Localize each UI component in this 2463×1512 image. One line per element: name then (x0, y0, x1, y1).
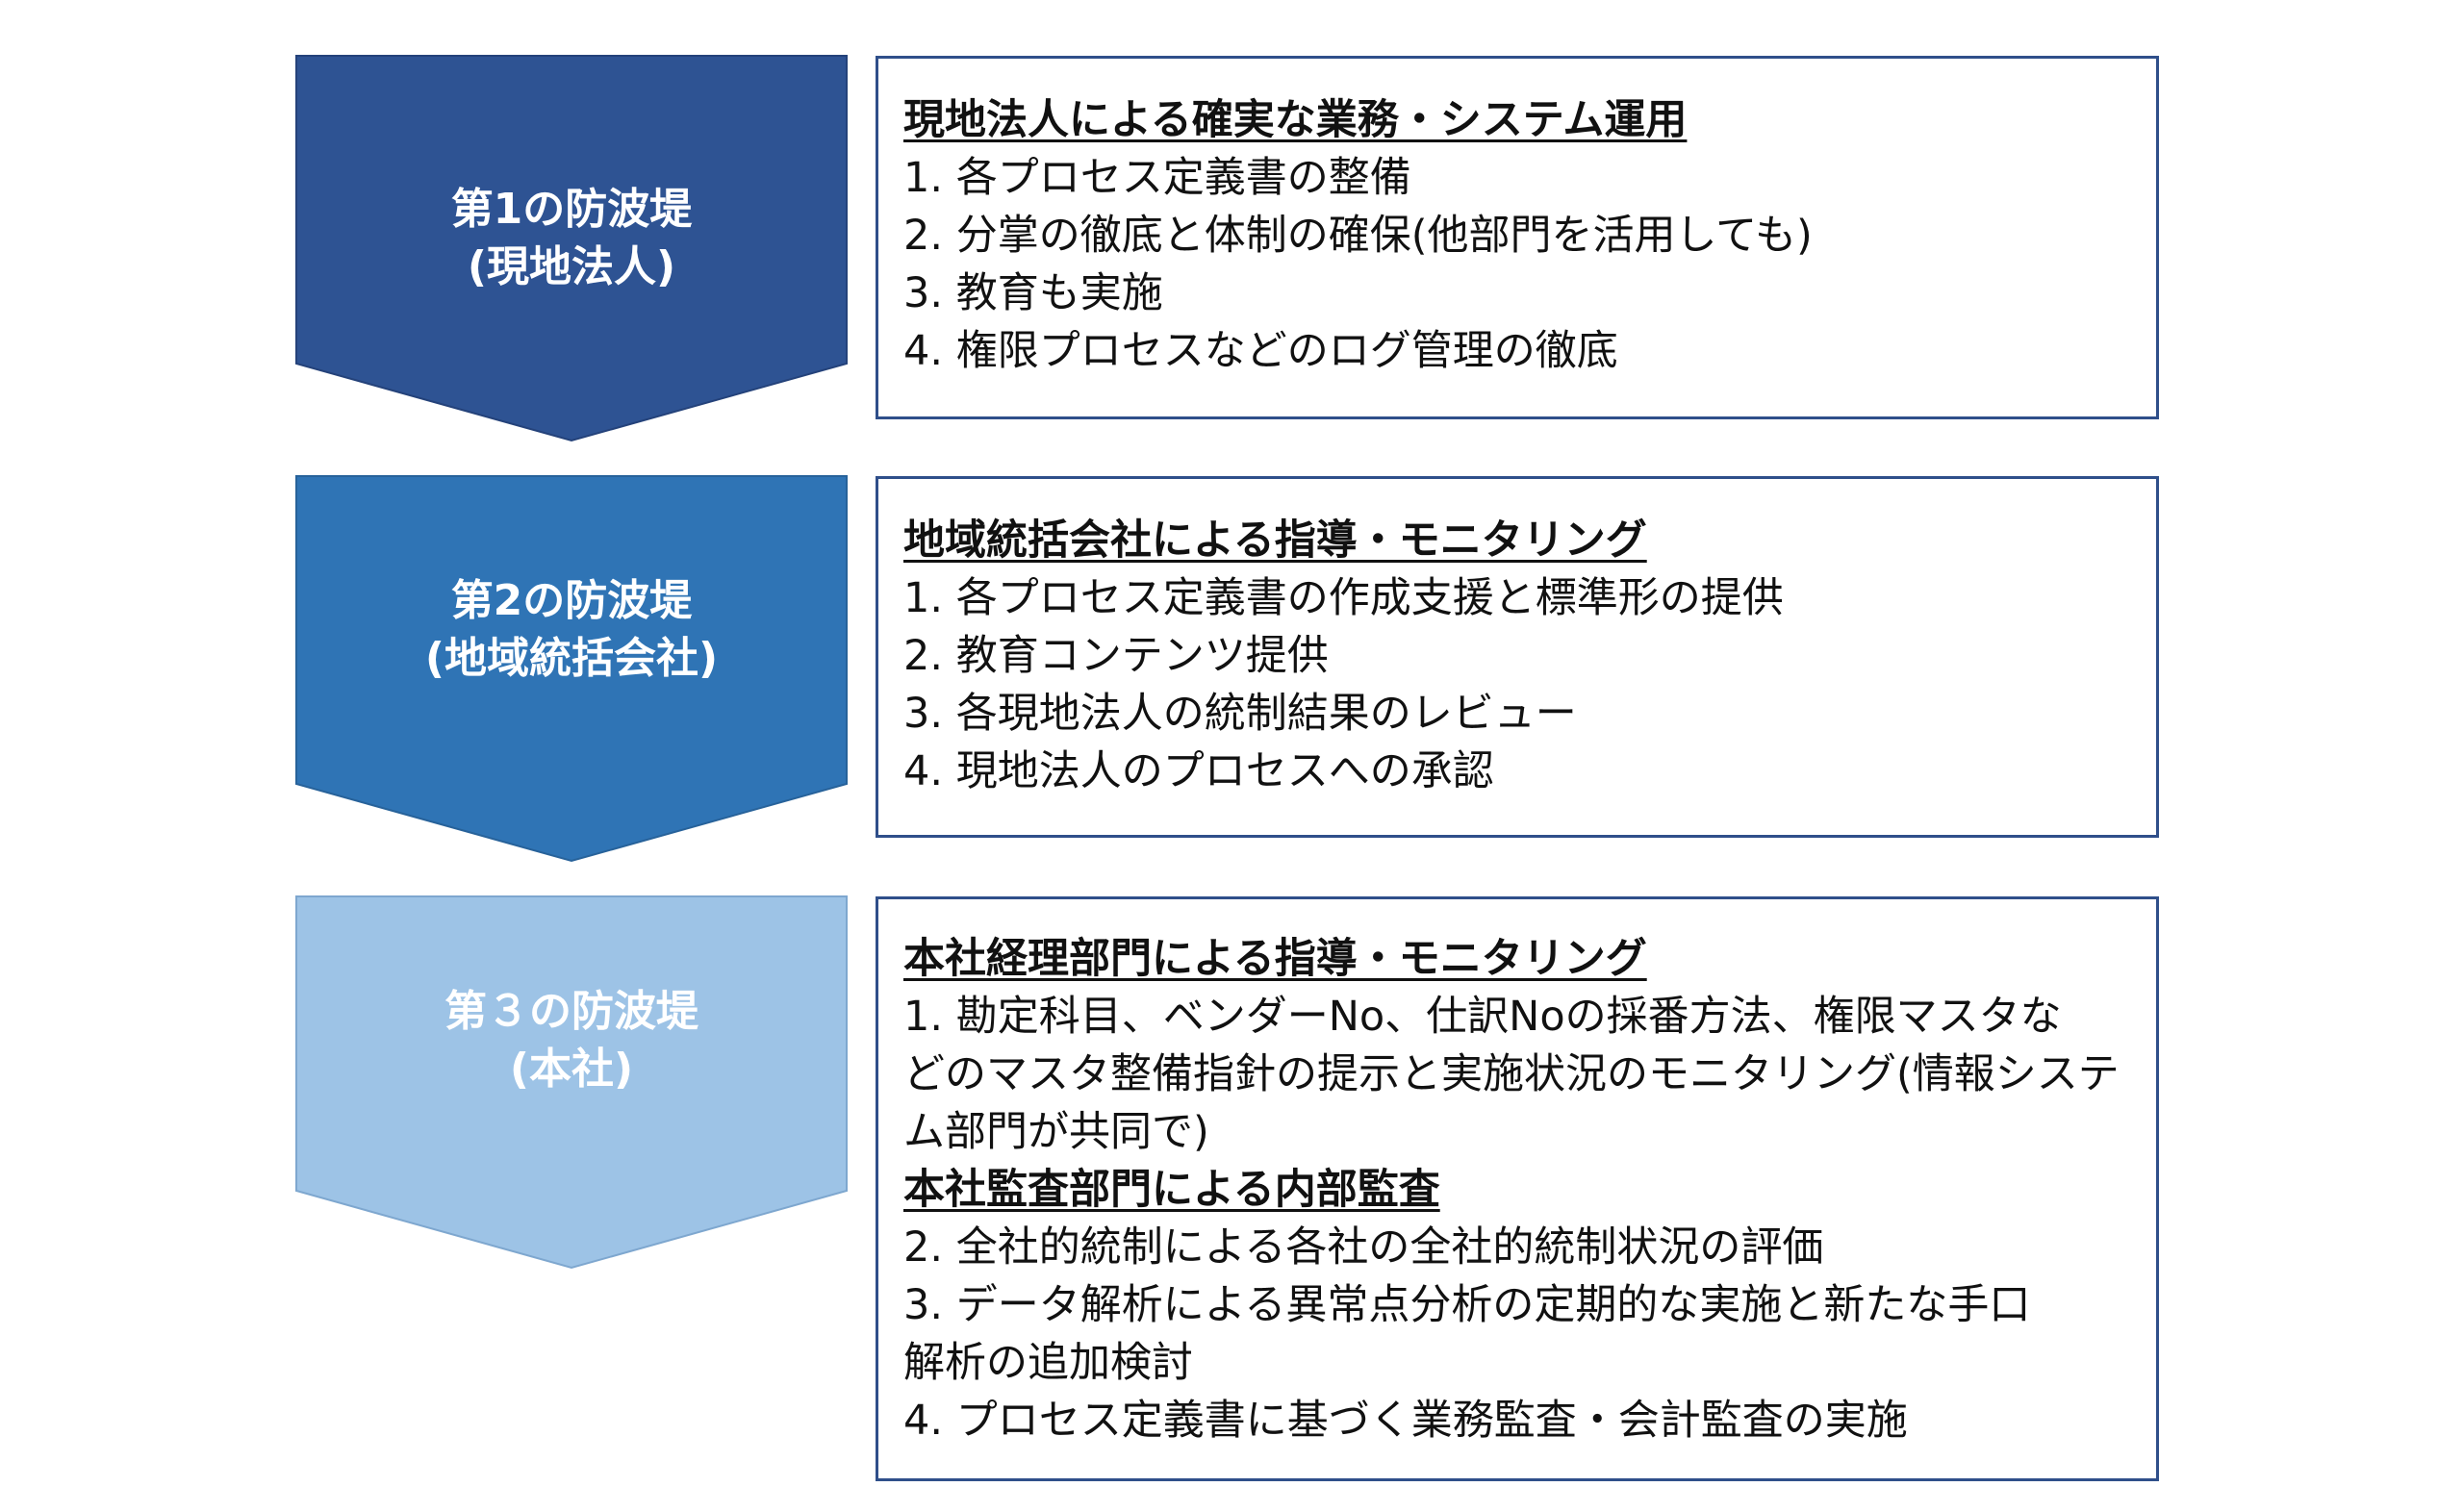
tier-3-item: 4. プロセス定義書に基づく業務監査・会計監査の実施 (903, 1397, 1908, 1445)
tier-2-content-box: 地域統括会社による指導・モニタリング 1. 各プロセス定義書の作成支援と標準形の… (876, 476, 2159, 838)
tier-3-arrow-shape (295, 895, 848, 1270)
tier-3-item: 1. 勘定科目、ベンダーNo、仕訳Noの採番方法、権限マスタな (903, 993, 2062, 1041)
tier-2-arrow-shape (295, 475, 848, 863)
tier-1-item: 3. 教育も実施 (903, 269, 1163, 317)
tier-2-label: 第2の防波堤 (地域統括会社) (296, 572, 847, 688)
tier-2-item: 2. 教育コンテンツ提供 (903, 632, 1329, 680)
tier-2-heading: 地域統括会社による指導・モニタリング (903, 517, 1647, 565)
tier-2-item: 1. 各プロセス定義書の作成支援と標準形の提供 (903, 574, 1784, 622)
tier-2-arrow: 第2の防波堤 (地域統括会社) (295, 475, 848, 863)
tier-3-item: 3. データ解析による異常点分析の定期的な実施と新たな手口 (903, 1281, 2031, 1329)
tier-3-label-line2: (本社) (509, 1045, 634, 1094)
tier-1-label-line2: (現地法人) (467, 242, 676, 291)
tier-1-item: 2. 分掌の徹底と体制の確保(他部門を活用しても) (903, 212, 1813, 260)
tier-3-label: 第３の防波堤 (本社) (296, 983, 847, 1098)
tier-1-label-line1: 第1の防波堤 (450, 185, 693, 234)
tier-3-item: 2. 全社的統制による各社の全社的統制状況の評価 (903, 1223, 1824, 1272)
tier-1-item: 4. 権限プロセスなどのログ管理の徹底 (903, 327, 1618, 375)
tier-1-arrow: 第1の防波堤 (現地法人) (295, 55, 848, 442)
tier-3-heading-audit: 本社監査部門による内部監査 (903, 1166, 1440, 1214)
tier-2-item: 4. 現地法人のプロセスへの承認 (903, 747, 1494, 795)
tier-3-label-line1: 第３の防波堤 (444, 987, 698, 1036)
tier-2-label-line1: 第2の防波堤 (450, 576, 693, 625)
tier-1-arrow-shape (295, 55, 848, 442)
tier-3-heading-accounting: 本社経理部門による指導・モニタリング (903, 935, 1647, 983)
tier-3-arrow: 第３の防波堤 (本社) (295, 895, 848, 1270)
tier-3-content-box: 本社経理部門による指導・モニタリング 1. 勘定科目、ベンダーNo、仕訳Noの採… (876, 896, 2159, 1481)
tier-1-heading: 現地法人による確実な業務・システム運用 (903, 96, 1688, 144)
tier-2-item: 3. 各現地法人の統制結果のレビュー (903, 690, 1577, 738)
tier-3-item: どのマスタ整備指針の提示と実施状況のモニタリング(情報システ (903, 1050, 2120, 1098)
tier-2-label-line2: (地域統括会社) (424, 634, 719, 683)
tier-1-item: 1. 各プロセス定義書の整備 (903, 154, 1411, 202)
tier-1-label: 第1の防波堤 (現地法人) (296, 181, 847, 296)
tier-3-item: ム部門が共同で) (903, 1108, 1209, 1156)
tier-1-content-box: 現地法人による確実な業務・システム運用 1. 各プロセス定義書の整備 2. 分掌… (876, 56, 2159, 419)
tier-3-item: 解析の追加検討 (903, 1339, 1193, 1387)
